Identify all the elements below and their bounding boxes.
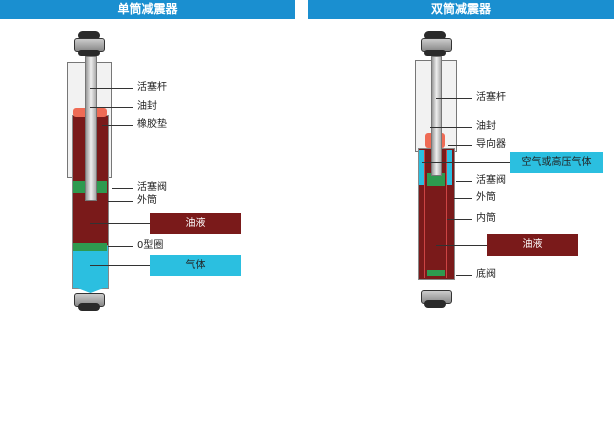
label-outer-tube: 外筒 xyxy=(476,192,496,203)
gas-box: 气体 xyxy=(150,255,241,276)
mono-tube-title: 单筒减震器 xyxy=(0,0,295,19)
label-oil-seal: 油封 xyxy=(476,121,496,132)
label-guide: 导向器 xyxy=(476,139,506,150)
air-gas-box: 空气或高压气体 xyxy=(510,152,603,173)
label-piston-valve: 活塞阀 xyxy=(476,175,506,186)
oil-box: 油液 xyxy=(150,213,241,234)
label-outer-tube: 外筒 xyxy=(137,195,157,206)
label-piston-rod: 活塞杆 xyxy=(476,92,506,103)
twin-tube-title: 双筒减震器 xyxy=(308,0,614,19)
label-o-ring: 0型圈 xyxy=(137,240,164,251)
label-oil-seal: 油封 xyxy=(137,101,157,112)
label-piston-rod: 活塞杆 xyxy=(137,82,167,93)
label-piston-valve: 活塞阀 xyxy=(137,182,167,193)
label-inner-tube: 内筒 xyxy=(476,213,496,224)
label-base-valve: 底阀 xyxy=(476,269,496,280)
label-rubber-pad: 橡胶垫 xyxy=(137,119,167,130)
oil-box: 油液 xyxy=(487,234,578,256)
